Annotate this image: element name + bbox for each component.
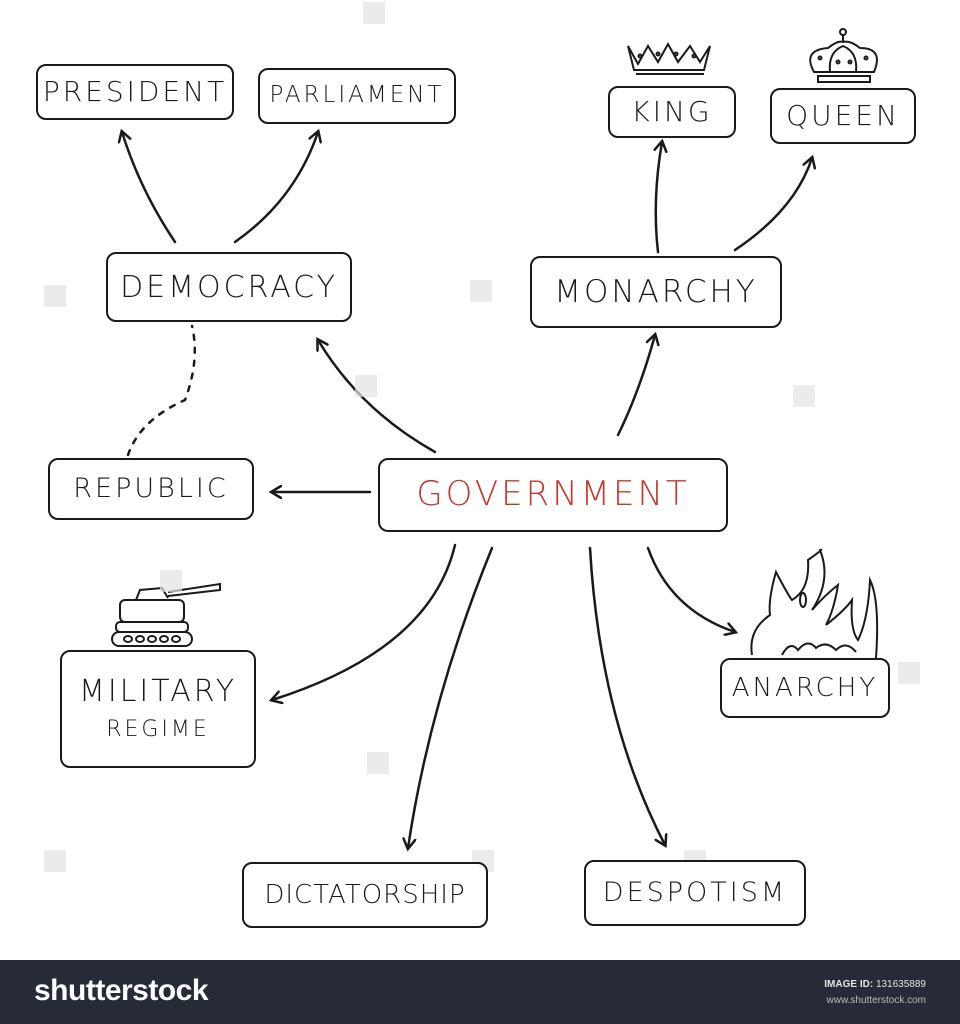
image-id: IMAGE ID: 131635889 xyxy=(824,979,926,990)
brand-logo: shutterstock xyxy=(34,974,209,1007)
watermark-mark xyxy=(44,285,66,307)
image-id-value: 131635889 xyxy=(875,979,926,990)
arrow-gov-dictatorship xyxy=(408,546,494,848)
watermark-mark xyxy=(363,2,385,24)
node-king: KING xyxy=(608,86,736,138)
arrow-monarchy-king xyxy=(656,142,662,254)
node-label: ANARCHY xyxy=(731,672,879,703)
site-url: www.shutterstock.com xyxy=(826,995,926,1006)
watermark-mark xyxy=(898,662,920,684)
mind-map-diagram: PRESIDENT PARLIAMENT KING QUEEN DEMOCRAC… xyxy=(36,2,920,960)
footer-bar: shutterstock IMAGE ID: 131635889 www.shu… xyxy=(0,960,960,1024)
image-id-label: IMAGE ID: xyxy=(824,979,874,990)
node-label: QUEEN xyxy=(786,98,900,132)
node-monarchy: MONARCHY xyxy=(530,256,782,328)
node-anarchy: ANARCHY xyxy=(720,658,890,718)
node-government-center: GOVERNMENT xyxy=(378,458,728,532)
watermark-mark xyxy=(160,570,182,592)
arrow-democracy-president xyxy=(122,132,177,244)
node-parliament: PARLIAMENT xyxy=(258,68,456,124)
arrow-democracy-parliament xyxy=(233,132,318,244)
node-republic: REPUBLIC xyxy=(48,458,254,520)
watermark-mark xyxy=(367,752,389,774)
node-label: PARLIAMENT xyxy=(269,82,445,109)
node-label: MONARCHY xyxy=(554,273,758,310)
node-label: KING xyxy=(631,94,713,128)
node-label: PRESIDENT xyxy=(42,74,228,108)
arrow-gov-democracy xyxy=(318,340,437,454)
arrow-monarchy-queen xyxy=(733,158,812,252)
node-label: DICTATORSHIP xyxy=(264,879,466,910)
tank-icon xyxy=(111,582,221,647)
queen-crown-icon xyxy=(809,28,878,83)
node-label-sub: REGIME xyxy=(106,717,210,743)
fire-icon xyxy=(750,548,879,659)
arrow-gov-despotism xyxy=(588,546,665,845)
arrow-gov-anarchy xyxy=(646,546,735,632)
watermark-mark xyxy=(793,385,815,407)
watermark-mark xyxy=(355,375,377,397)
node-label: REPUBLIC xyxy=(73,473,229,505)
node-label: DESPOTISM xyxy=(602,877,788,909)
arrow-gov-military xyxy=(272,543,457,700)
watermark-mark xyxy=(44,850,66,872)
arrow-gov-monarchy xyxy=(616,335,655,437)
king-crown-icon xyxy=(627,41,711,75)
watermark-mark xyxy=(470,280,492,302)
node-despotism: DESPOTISM xyxy=(584,860,806,926)
connector-layer xyxy=(111,28,879,960)
node-democracy: DEMOCRACY xyxy=(106,252,352,322)
center-label: GOVERNMENT xyxy=(416,474,690,515)
node-military-regime: MILITARY REGIME xyxy=(60,650,256,768)
node-president: PRESIDENT xyxy=(36,64,234,120)
node-dictatorship: DICTATORSHIP xyxy=(242,862,488,928)
node-queen: QUEEN xyxy=(770,88,916,144)
node-label: DEMOCRACY xyxy=(120,269,338,305)
dashed-republic-democracy xyxy=(126,324,197,457)
node-label: MILITARY xyxy=(78,674,238,710)
